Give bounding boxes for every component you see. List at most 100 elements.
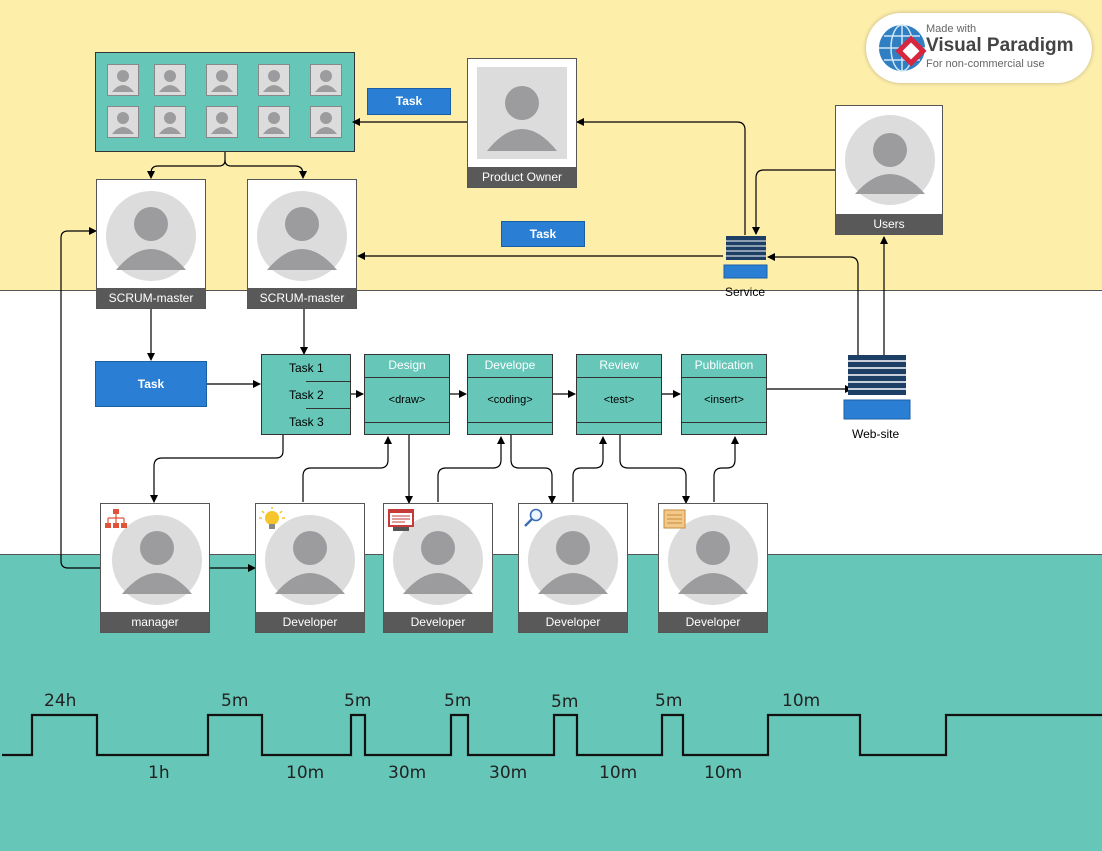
connector-dev4-to-publication (713, 436, 739, 502)
connector-dev1-to-design (302, 436, 392, 502)
product-owner-card[interactable]: Product Owner (467, 58, 577, 188)
timeline-low-label: 10m (286, 763, 325, 783)
developer-avatar-2 (393, 515, 483, 605)
connectors (60, 118, 888, 572)
stage-publication[interactable]: Publication<insert> (681, 354, 767, 435)
team-member-icon (258, 64, 290, 96)
team-member-icon (206, 106, 238, 138)
team-member-icon (258, 106, 290, 138)
task-left[interactable]: Task (95, 361, 207, 407)
task-top[interactable]: Task (367, 88, 451, 115)
stage-review-title: Review (577, 355, 661, 378)
stage-design-title: Design (365, 355, 449, 378)
developer-avatar-4 (668, 515, 758, 605)
timeline-low-label: 30m (388, 763, 427, 783)
developer-card-4[interactable]: Developer (658, 503, 768, 633)
scrum-master-card-1[interactable]: SCRUM-master (96, 179, 206, 309)
stage-review[interactable]: Review<test> (576, 354, 662, 435)
scrum-master-label-1: SCRUM-master (97, 288, 205, 308)
developer-label-4: Developer (659, 612, 767, 632)
connector-grid-split (224, 152, 307, 179)
connector-manager-loop (60, 227, 100, 569)
developer-avatar-1 (265, 515, 355, 605)
watermark-line2: Visual Paradigm (926, 35, 1074, 56)
design-tools-icon (388, 509, 414, 531)
developer-card-1[interactable]: Developer (255, 503, 365, 633)
stage-develope[interactable]: Develope<coding> (467, 354, 553, 435)
watermark-line1: Made with (926, 23, 977, 35)
timeline-high-label: 5m (444, 691, 472, 711)
org-chart-icon (105, 509, 127, 528)
connector-website-to-service (767, 253, 859, 355)
timeline-low-label: 1h (148, 763, 170, 783)
magnifier-icon (524, 508, 543, 527)
users-card[interactable]: Users (835, 105, 943, 235)
website-stack[interactable] (843, 355, 911, 420)
service-stack[interactable] (723, 236, 768, 279)
users-avatar (845, 115, 935, 205)
manager-card[interactable]: manager (100, 503, 210, 633)
manager-avatar (112, 515, 202, 605)
developer-label-2: Developer (384, 612, 492, 632)
connector-grid-left (147, 159, 226, 179)
timeline-high-label: 10m (782, 691, 821, 711)
stage-develope-title: Develope (468, 355, 552, 378)
connector-users-to-service (752, 169, 835, 235)
stage-review-body: <test> (577, 378, 661, 423)
team-member-icon (107, 106, 139, 138)
developer-avatar-3 (528, 515, 618, 605)
connector-dev2-to-develop (437, 436, 505, 502)
stage-publication-body: <insert> (682, 378, 766, 423)
team-member-icon (154, 64, 186, 96)
stage-develope-body: <coding> (468, 378, 552, 423)
team-member-icon (107, 64, 139, 96)
package-icon (663, 509, 686, 529)
timeline-high-label: 5m (221, 691, 249, 711)
developer-card-2[interactable]: Developer (383, 503, 493, 633)
stage-design-body: <draw> (365, 378, 449, 423)
developer-label-1: Developer (256, 612, 364, 632)
timeline-low-label: 10m (599, 763, 638, 783)
scrum-master-avatar-2 (257, 191, 347, 281)
team-member-icon (154, 106, 186, 138)
developer-card-3[interactable]: Developer (518, 503, 628, 633)
developer-label-3: Developer (519, 612, 627, 632)
users-label: Users (836, 214, 942, 234)
connector-develop-to-dev3 (510, 435, 556, 504)
scrum-master-label-2: SCRUM-master (248, 288, 356, 308)
timeline-high-label: 5m (551, 692, 579, 712)
connector-service-to-po (576, 118, 746, 235)
product-owner-avatar (477, 67, 567, 159)
connector-review-to-dev4 (619, 435, 690, 504)
timeline-low-label: 30m (489, 763, 528, 783)
scrum-master-card-2[interactable]: SCRUM-master (247, 179, 357, 309)
service-label: Service (725, 285, 766, 299)
connector-tasks-to-manager (150, 435, 284, 503)
watermark-line3: For non-commercial use (926, 58, 1045, 70)
timeline-high-label: 24h (44, 691, 77, 711)
timeline-low-label: 10m (704, 763, 743, 783)
team-member-icon (206, 64, 238, 96)
team-member-icons (107, 64, 342, 138)
task-mid[interactable]: Task (501, 221, 585, 247)
team-member-icon (310, 64, 342, 96)
scrum-master-avatar-1 (106, 191, 196, 281)
lightbulb-icon (259, 507, 285, 529)
product-owner-label: Product Owner (468, 167, 576, 187)
task-item-1[interactable]: Task 1 (289, 355, 350, 382)
website-label: Web-site (852, 427, 900, 441)
timeline-waveform (2, 713, 1102, 757)
connector-dev3-to-review (572, 436, 607, 502)
task-list[interactable]: Task 1 Task 2 Task 3 (261, 354, 351, 435)
task-item-2[interactable]: Task 2 (289, 382, 350, 409)
visual-paradigm-badge: Made with Visual Paradigm For non-commer… (866, 13, 1092, 83)
timeline-high-label: 5m (344, 691, 372, 711)
timeline-high-label: 5m (655, 691, 683, 711)
stage-design[interactable]: Design<draw> (364, 354, 450, 435)
task-item-3[interactable]: Task 3 (289, 415, 324, 429)
stage-publication-title: Publication (682, 355, 766, 378)
manager-label: manager (101, 612, 209, 632)
team-member-icon (310, 106, 342, 138)
globe-logo-icon (879, 24, 927, 72)
